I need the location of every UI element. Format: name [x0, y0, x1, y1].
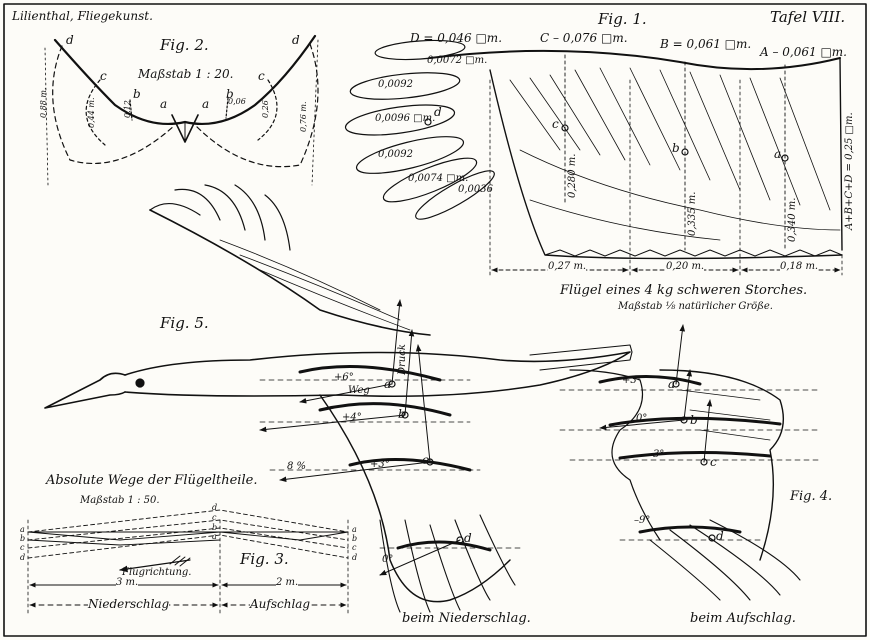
fig2-point-d-left: d	[66, 33, 74, 47]
fig5-point-b: b	[398, 407, 406, 421]
fig1-title: Fig. 1.	[598, 10, 647, 28]
fig5-angle-1: +6°	[334, 372, 354, 383]
fig3-heading: Absolute Wege der Flügeltheile.	[46, 473, 258, 488]
fig3-point-d-mid: d	[212, 503, 218, 512]
fig2-title: Fig. 2.	[160, 36, 209, 54]
fig3-direction: Flugrichtung.	[122, 567, 192, 578]
fig4-drawing	[559, 324, 821, 601]
fig1-caption: Flügel eines 4 kg schweren Storches.	[560, 283, 808, 298]
fig5-caption: beim Niederschlag.	[402, 611, 531, 626]
plate-source: Lilienthal, Fliegekunst.	[12, 9, 153, 23]
plate-border	[3, 3, 867, 637]
fig1-scale: Maßstab ⅛ natürlicher Größe.	[618, 301, 773, 312]
fig1-span-1: 0,27 m.	[548, 261, 587, 272]
fig5-rise: 8 %	[287, 461, 307, 472]
fig3-upstroke-label: Aufschlag	[250, 597, 311, 611]
fig2-dim-3: 0,12	[123, 100, 132, 118]
fig3-drawing	[27, 509, 349, 616]
fig2-dim-6: 0,76 m.	[299, 101, 308, 132]
fig2-point-a-left: a	[160, 97, 168, 111]
fig3-length-up: 2 m.	[276, 577, 299, 588]
fig3-point-b-mid: b	[212, 523, 218, 532]
fig4-point-a: a	[668, 377, 676, 391]
fig3-point-a-left: a	[20, 525, 25, 534]
fig5-druck-label: Druck	[397, 344, 408, 375]
fig1-feather-area-1: 0,0072 □m.	[427, 55, 488, 66]
fig1-area-sum: A+B+C+D = 0,25 □m.	[844, 112, 855, 230]
fig2-point-b-left: b	[133, 87, 141, 101]
fig4-caption: beim Aufschlag.	[690, 611, 796, 626]
fig1-point-b: b	[672, 141, 680, 155]
fig3-downstroke-label: Niederschlag	[88, 597, 170, 611]
fig5-stork-drawing	[44, 184, 633, 613]
fig3-point-c-left: c	[20, 543, 25, 552]
fig5-title: Fig. 5.	[160, 314, 209, 332]
fig1-length-a: 0,340 m.	[787, 197, 798, 242]
fig5-angle-4: 0°	[382, 554, 394, 565]
fig5-angle-2: +4°	[342, 412, 362, 423]
fig2-point-b-right: b	[226, 87, 234, 101]
fig4-point-b: b	[690, 413, 698, 427]
fig5-weg-label: Weg	[348, 385, 370, 396]
fig5-point-d: d	[464, 531, 472, 545]
fig3-point-c-right: c	[352, 543, 357, 552]
fig5-point-c: c	[422, 453, 429, 467]
fig5-angle-3: +3°	[370, 459, 390, 470]
fig4-angle-4: –9°	[634, 515, 651, 526]
fig1-feather-area-3: 0,0096 □m.	[375, 113, 436, 124]
fig3-title: Fig. 3.	[240, 550, 289, 568]
fig1-feather-area-5: 0,0074 □m.	[408, 173, 469, 184]
fig3-point-b-left: b	[20, 534, 26, 543]
fig5-point-a: a	[384, 377, 392, 391]
fig3-point-b-right: b	[352, 534, 358, 543]
fig4-angle-3: –3°	[648, 449, 665, 460]
fig2-point-a-right: a	[202, 97, 210, 111]
fig1-point-d: d	[434, 105, 442, 119]
fig1-area-d: D = 0,046 □m.	[410, 31, 503, 45]
plate-number: Tafel VIII.	[770, 8, 846, 26]
fig1-feather-area-2: 0,0092	[378, 79, 413, 90]
fig1-length-c: 0,280 m.	[567, 153, 578, 198]
fig3-point-a-mid: a	[212, 532, 217, 541]
fig3-point-c-mid: c	[212, 513, 217, 522]
fig1-feather-area-4: 0,0092	[378, 149, 413, 160]
fig4-point-d: d	[716, 529, 724, 543]
fig2-dim-1: 0,88 m.	[39, 87, 48, 118]
fig1-feather-area-6: 0,0036	[458, 184, 493, 195]
fig3-point-d-right: d	[352, 553, 358, 562]
fig2-dim-4: 0,06	[228, 97, 246, 106]
fig1-area-c: C – 0,076 □m.	[540, 31, 628, 45]
fig2-dim-5: 0,26	[261, 100, 270, 118]
fig2-drawing	[44, 34, 319, 186]
fig2-point-d-right: d	[292, 33, 300, 47]
fig1-span-2: 0,20 m.	[666, 261, 705, 272]
fig1-area-b: B = 0,061 □m.	[660, 37, 752, 51]
fig3-length-down: 3 m.	[116, 577, 139, 588]
fig3-point-a-right: a	[352, 525, 357, 534]
fig1-length-b: 0,335 m.	[687, 191, 698, 236]
fig1-span-3: 0,18 m.	[780, 261, 819, 272]
fig3-point-d-left: d	[20, 553, 26, 562]
fig2-point-c-left: c	[100, 69, 107, 83]
fig4-point-c: c	[710, 455, 717, 469]
fig1-wing-drawing	[344, 39, 843, 276]
fig4-angle-1: +3°	[622, 375, 642, 386]
fig2-point-c-right: c	[258, 69, 265, 83]
fig1-point-a: a	[774, 147, 782, 161]
fig1-point-c: c	[552, 117, 559, 131]
fig4-angle-2: 0°	[636, 413, 648, 424]
fig1-area-a: A – 0,061 □m.	[760, 45, 847, 59]
fig2-scale: Maßstab 1 : 20.	[138, 67, 234, 81]
fig2-dim-2: 0,44 m.	[87, 97, 96, 128]
fig3-scale: Maßstab 1 : 50.	[80, 495, 160, 506]
fig4-title: Fig. 4.	[790, 489, 833, 504]
